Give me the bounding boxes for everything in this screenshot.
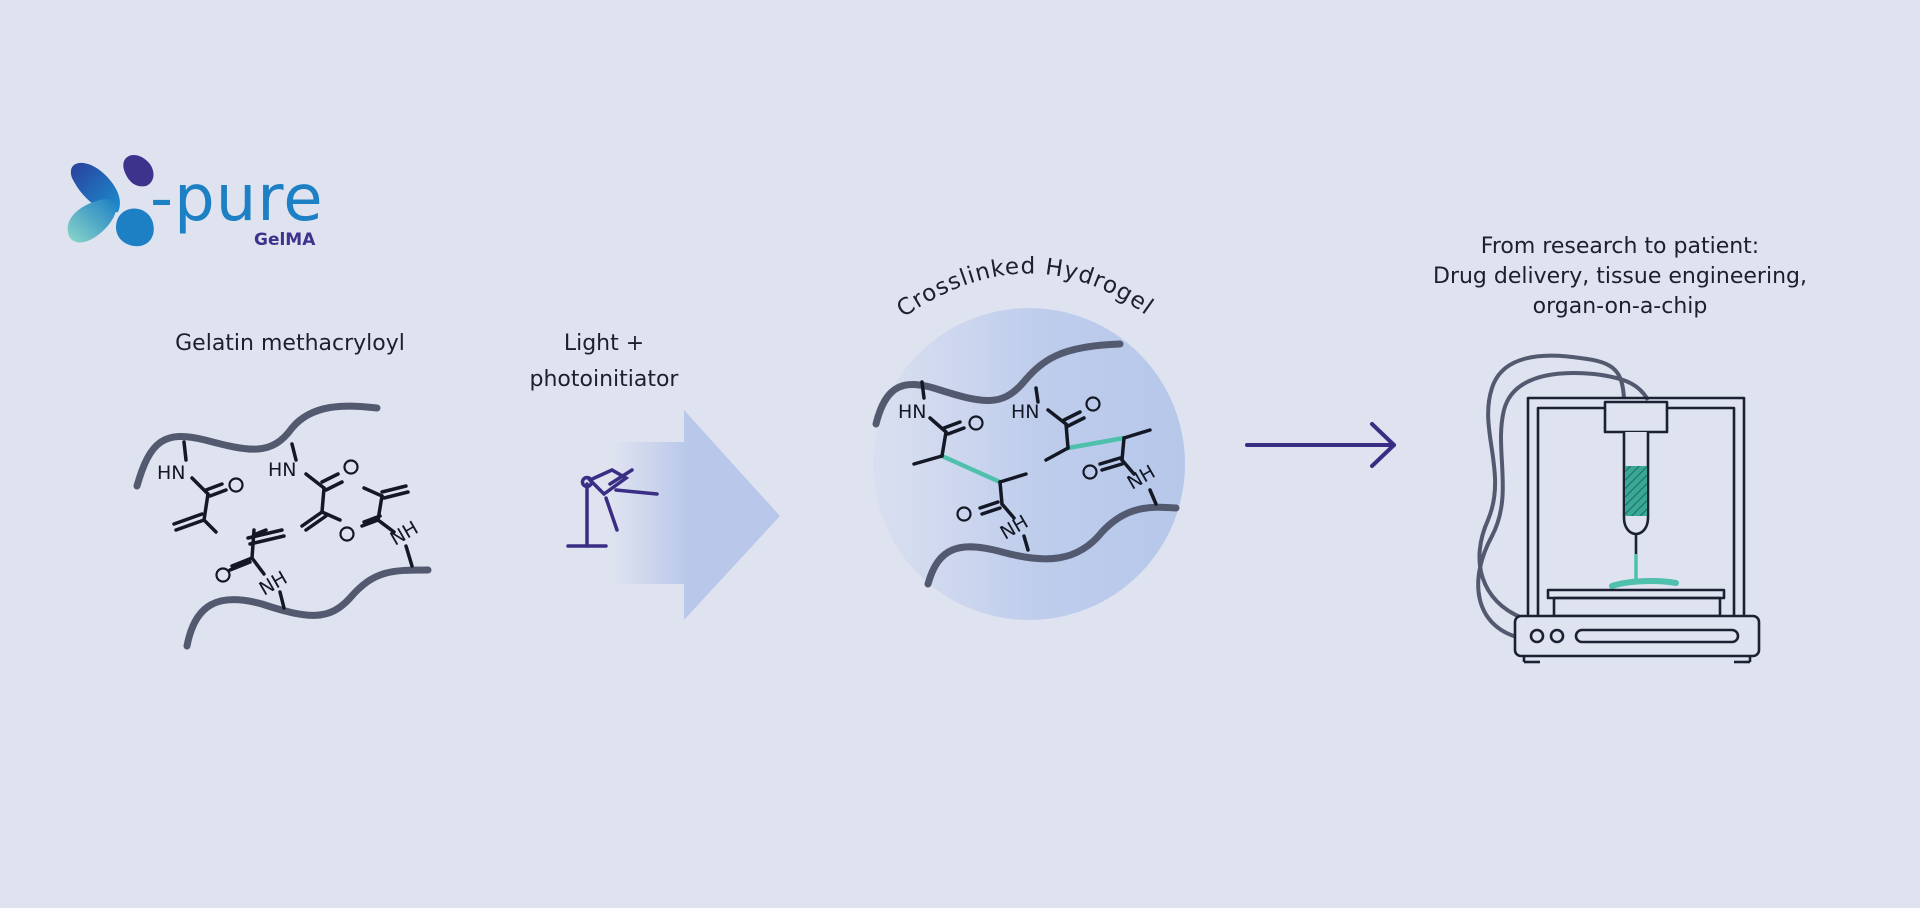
amine-label: HN xyxy=(157,462,186,484)
hydrogel-circle xyxy=(873,308,1185,620)
lamp-icon xyxy=(566,468,659,548)
process-arrow xyxy=(612,410,780,620)
hydrogel-structure xyxy=(872,340,1180,588)
logo-wordmark: -pure xyxy=(150,162,324,236)
amine-label: HN xyxy=(898,401,927,423)
light-label-line1: Light + xyxy=(563,331,645,356)
oxygen-atom xyxy=(1085,396,1101,412)
amine-label: NH xyxy=(387,517,423,550)
application-label-line2: Drug delivery, tissue engineering, xyxy=(1433,264,1807,289)
oxygen-atom xyxy=(215,567,231,583)
gelatin-label: Gelatin methacryloyl xyxy=(175,331,405,356)
bioprinter-icon xyxy=(1476,353,1761,664)
oxygen-atom xyxy=(956,506,972,522)
oxygen-atom xyxy=(228,477,244,493)
application-label-line1: From research to patient: xyxy=(1480,234,1760,259)
logo-subtitle: GelMA xyxy=(254,230,316,250)
gelatin-structure xyxy=(133,402,432,650)
light-label-line2: photoinitiator xyxy=(529,367,679,392)
oxygen-atom xyxy=(1082,464,1098,480)
amine-label: HN xyxy=(1011,401,1040,423)
result-arrow xyxy=(1245,422,1396,468)
oxygen-atom xyxy=(968,415,984,431)
oxygen-atom xyxy=(339,526,355,542)
logo-mark xyxy=(67,155,154,247)
application-label-line3: organ-on-a-chip xyxy=(1532,294,1708,319)
oxygen-atom xyxy=(343,459,359,475)
amine-label: HN xyxy=(268,459,297,481)
